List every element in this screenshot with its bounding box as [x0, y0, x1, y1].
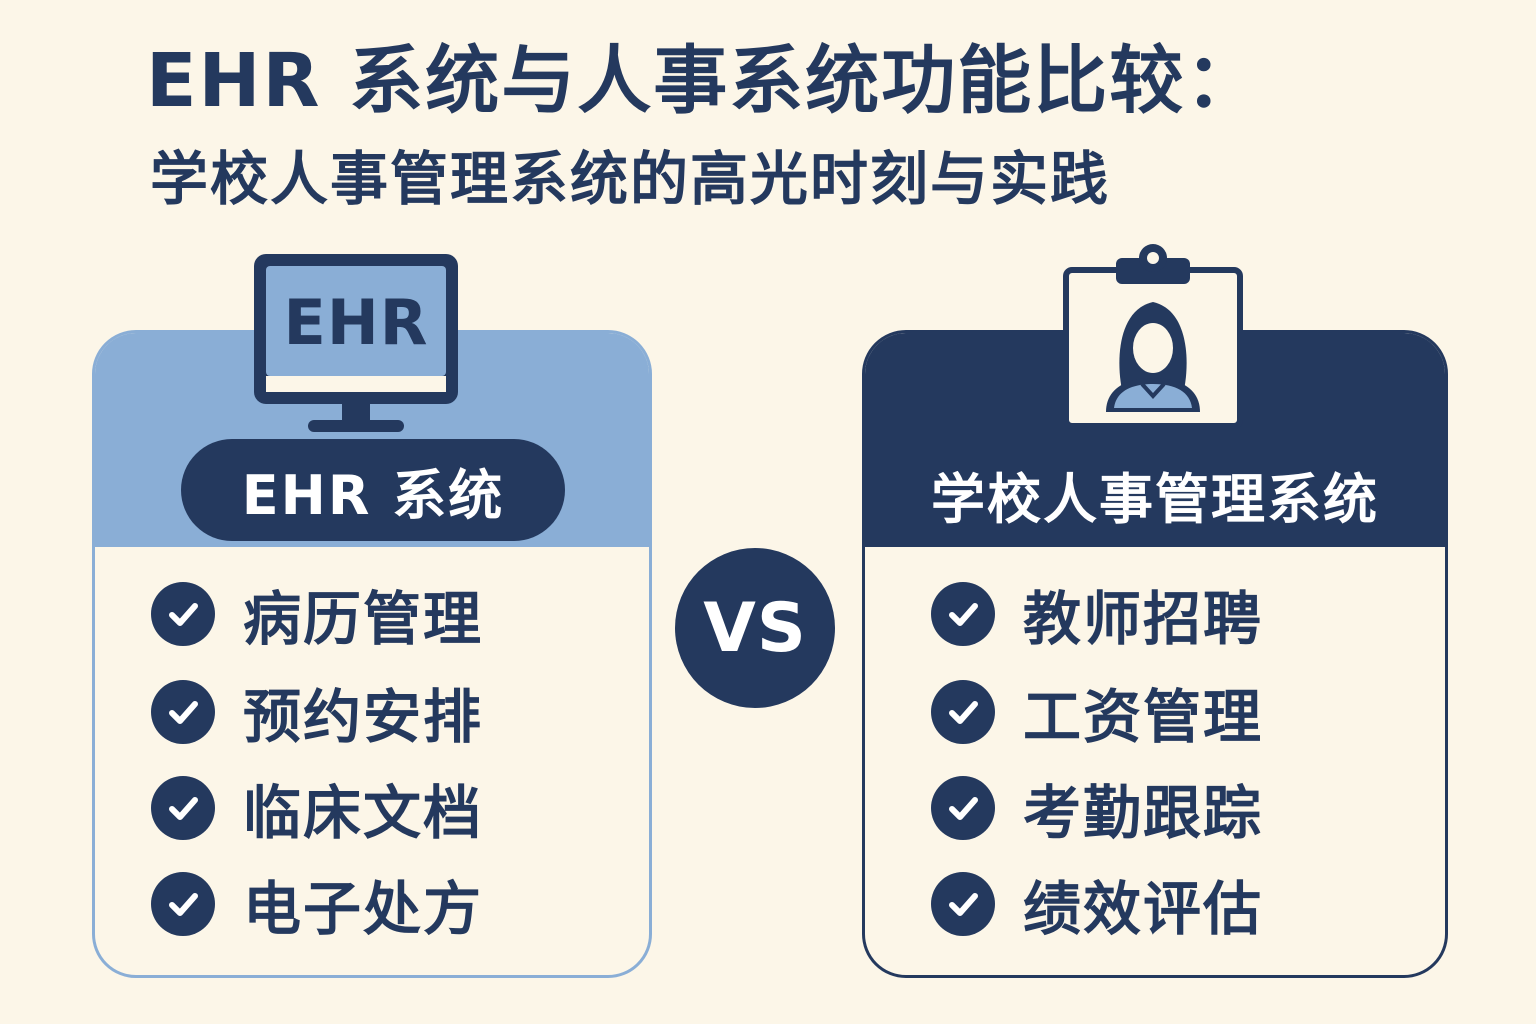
- clipboard-person-icon: [1060, 240, 1246, 430]
- checkmark-icon: [931, 776, 995, 840]
- list-item: 预约安排: [151, 677, 483, 751]
- list-item: 病历管理: [151, 579, 483, 653]
- list-item: 工资管理: [931, 677, 1263, 751]
- list-item: 教师招聘: [931, 579, 1263, 653]
- monitor-icon: EHR: [250, 250, 462, 434]
- vs-badge: VS: [675, 548, 835, 708]
- school-feature-list: 教师招聘 工资管理 考勤跟踪 绩效评估: [865, 547, 1445, 975]
- feature-label: 考勤跟踪: [1023, 779, 1264, 847]
- checkmark-icon: [931, 872, 995, 936]
- feature-label: 电子处方: [243, 875, 484, 943]
- page-subtitle: 学校人事管理系统的高光时刻与实践: [150, 145, 1111, 213]
- checkmark-icon: [151, 680, 215, 744]
- page-title: EHR 系统与人事系统功能比较：: [146, 38, 1262, 124]
- feature-label: 临床文档: [243, 779, 484, 847]
- school-hr-system-card: 学校人事管理系统 教师招聘 工资管理 考勤跟踪 绩效评估: [862, 330, 1448, 978]
- feature-label: 工资管理: [1023, 683, 1264, 751]
- checkmark-icon: [931, 582, 995, 646]
- list-item: 临床文档: [151, 773, 483, 847]
- ehr-feature-list: 病历管理 预约安排 临床文档 电子处方: [95, 547, 649, 975]
- list-item: 电子处方: [151, 869, 483, 943]
- feature-label: 绩效评估: [1023, 875, 1264, 943]
- feature-label: 病历管理: [243, 585, 484, 653]
- school-card-header: 学校人事管理系统: [865, 333, 1445, 547]
- list-item: 考勤跟踪: [931, 773, 1263, 847]
- list-item: 绩效评估: [931, 869, 1263, 943]
- monitor-screen-text: EHR: [283, 286, 429, 359]
- ehr-system-label: EHR 系统: [181, 439, 565, 541]
- feature-label: 教师招聘: [1023, 585, 1264, 653]
- school-hr-system-label: 学校人事管理系统: [931, 468, 1379, 531]
- feature-label: 预约安排: [243, 683, 484, 751]
- checkmark-icon: [151, 776, 215, 840]
- checkmark-icon: [151, 872, 215, 936]
- checkmark-icon: [931, 680, 995, 744]
- checkmark-icon: [151, 582, 215, 646]
